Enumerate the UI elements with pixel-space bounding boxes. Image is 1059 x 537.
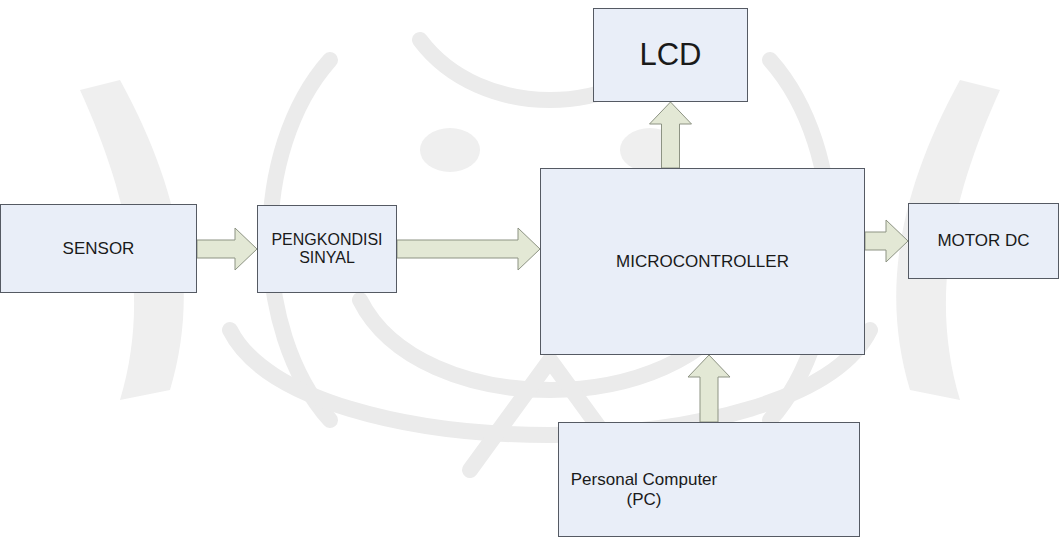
block-label: PENGKONDISI SINYAL (267, 231, 387, 268)
block-box: SENSOR (0, 204, 197, 293)
block-label: SENSOR (63, 239, 135, 259)
block-arrow (650, 102, 692, 168)
block-arrow (865, 220, 908, 262)
block-box: Personal Computer (PC) (558, 422, 860, 537)
block-arrow (397, 228, 540, 270)
block-box: LCD (593, 8, 748, 102)
block-arrow (688, 355, 730, 422)
block-label: Personal Computer (PC) (559, 470, 729, 509)
block-arrow (197, 228, 257, 270)
block-box: PENGKONDISI SINYAL (257, 205, 397, 293)
block-box: MICROCONTROLLER (540, 168, 865, 355)
block-box: MOTOR DC (908, 203, 1059, 279)
watermark-blob (420, 128, 480, 172)
block-label: MICROCONTROLLER (616, 252, 789, 272)
block-label: LCD (639, 37, 701, 73)
block-label: MOTOR DC (937, 231, 1029, 251)
